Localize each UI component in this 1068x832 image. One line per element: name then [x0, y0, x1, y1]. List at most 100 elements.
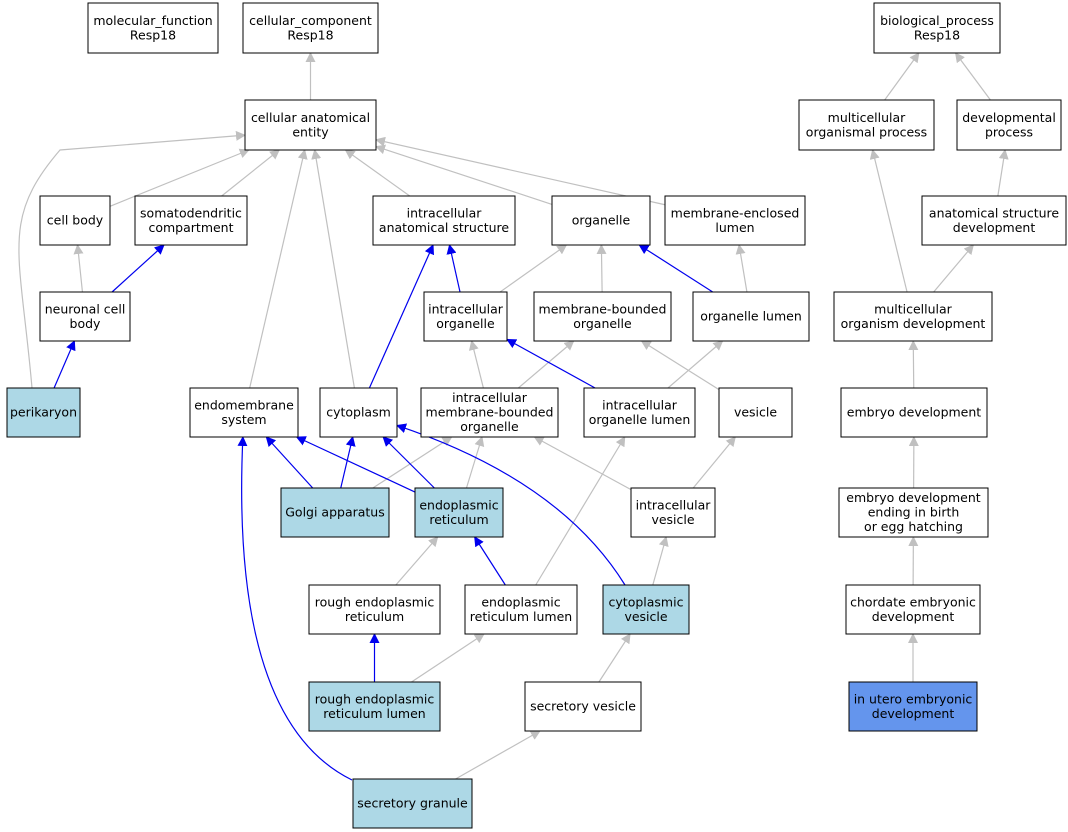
node-cb[interactable]: cell body — [39, 195, 111, 246]
node-box[interactable] — [420, 387, 559, 438]
node-ves[interactable]: vesicle — [718, 387, 793, 438]
node-box[interactable] — [798, 99, 935, 151]
node-box[interactable] — [244, 99, 377, 151]
node-label: endoplasmic — [419, 497, 498, 512]
node-box[interactable] — [524, 681, 642, 732]
node-box[interactable] — [551, 195, 651, 246]
node-box[interactable] — [39, 195, 111, 246]
node-per[interactable]: perikaryon — [6, 387, 81, 438]
node-box[interactable] — [845, 584, 981, 635]
node-box[interactable] — [664, 195, 806, 246]
node-box[interactable] — [189, 387, 299, 438]
node-label: endomembrane — [194, 397, 294, 412]
edge-ves-to-mbo — [640, 340, 720, 391]
node-label: membrane-enclosed — [671, 205, 800, 220]
node-label: Golgi apparatus — [285, 505, 385, 520]
node-box[interactable] — [134, 195, 248, 246]
node-ed[interactable]: embryo development — [840, 387, 988, 438]
node-box[interactable] — [319, 387, 398, 438]
node-box[interactable] — [464, 584, 578, 635]
node-label: vesicle — [651, 512, 694, 527]
node-box[interactable] — [838, 487, 989, 538]
node-label: anatomical structure — [929, 205, 1059, 220]
node-box[interactable] — [6, 387, 81, 438]
node-label: cell body — [47, 213, 104, 228]
node-sg[interactable]: secretory granule — [352, 778, 473, 829]
node-label: rough endoplasmic — [315, 594, 435, 609]
node-box[interactable] — [602, 584, 690, 635]
node-box[interactable] — [583, 387, 696, 438]
node-box[interactable] — [630, 487, 716, 538]
edge-cyt-to-cae — [311, 149, 356, 389]
node-sv[interactable]: secretory vesicle — [524, 681, 642, 732]
edge-ol-to-mel — [735, 244, 748, 293]
edge-iol-to-ol — [667, 340, 724, 389]
node-box[interactable] — [242, 2, 379, 54]
node-label: lumen — [715, 220, 754, 235]
node-box[interactable] — [87, 2, 219, 54]
node-label: organelle — [573, 316, 632, 331]
edge-iv-to-imbo — [533, 436, 632, 491]
node-box[interactable] — [414, 487, 504, 538]
node-box[interactable] — [956, 99, 1062, 151]
node-box[interactable] — [848, 681, 978, 732]
node-box[interactable] — [352, 778, 473, 829]
node-box[interactable] — [873, 2, 1001, 54]
node-box[interactable] — [833, 291, 993, 342]
edge-per-to-ncb — [53, 340, 76, 389]
node-box[interactable] — [280, 487, 390, 538]
node-label: cellular_component — [249, 13, 372, 28]
node-box[interactable] — [921, 195, 1067, 246]
node-box[interactable] — [692, 291, 810, 342]
node-label: Resp18 — [130, 27, 176, 42]
node-label: secretory vesicle — [530, 699, 636, 714]
node-box[interactable] — [718, 387, 793, 438]
node-box[interactable] — [372, 195, 516, 246]
node-label: intracellular — [602, 397, 678, 412]
node-box[interactable] — [39, 291, 131, 342]
edge-sg-to-sv — [455, 730, 541, 780]
node-box[interactable] — [423, 291, 508, 342]
node-cyt[interactable]: cytoplasm — [319, 387, 398, 438]
edge-ol-to-org — [638, 244, 714, 293]
node-ol[interactable]: organelle lumen — [692, 291, 810, 342]
node-label: anatomical structure — [379, 220, 509, 235]
node-ga[interactable]: Golgi apparatus — [280, 487, 390, 538]
node-box[interactable] — [533, 291, 672, 342]
node-label: organelle — [460, 419, 519, 434]
edge-ga-to-imbo — [372, 436, 453, 489]
node-org[interactable]: organelle — [551, 195, 651, 246]
node-box[interactable] — [308, 681, 441, 732]
edge-cv-to-iv — [652, 536, 669, 586]
node-box[interactable] — [308, 584, 441, 635]
node-box[interactable] — [840, 387, 988, 438]
node-label: rough endoplasmic — [315, 691, 435, 706]
edge-mop-to-bp — [884, 52, 920, 101]
